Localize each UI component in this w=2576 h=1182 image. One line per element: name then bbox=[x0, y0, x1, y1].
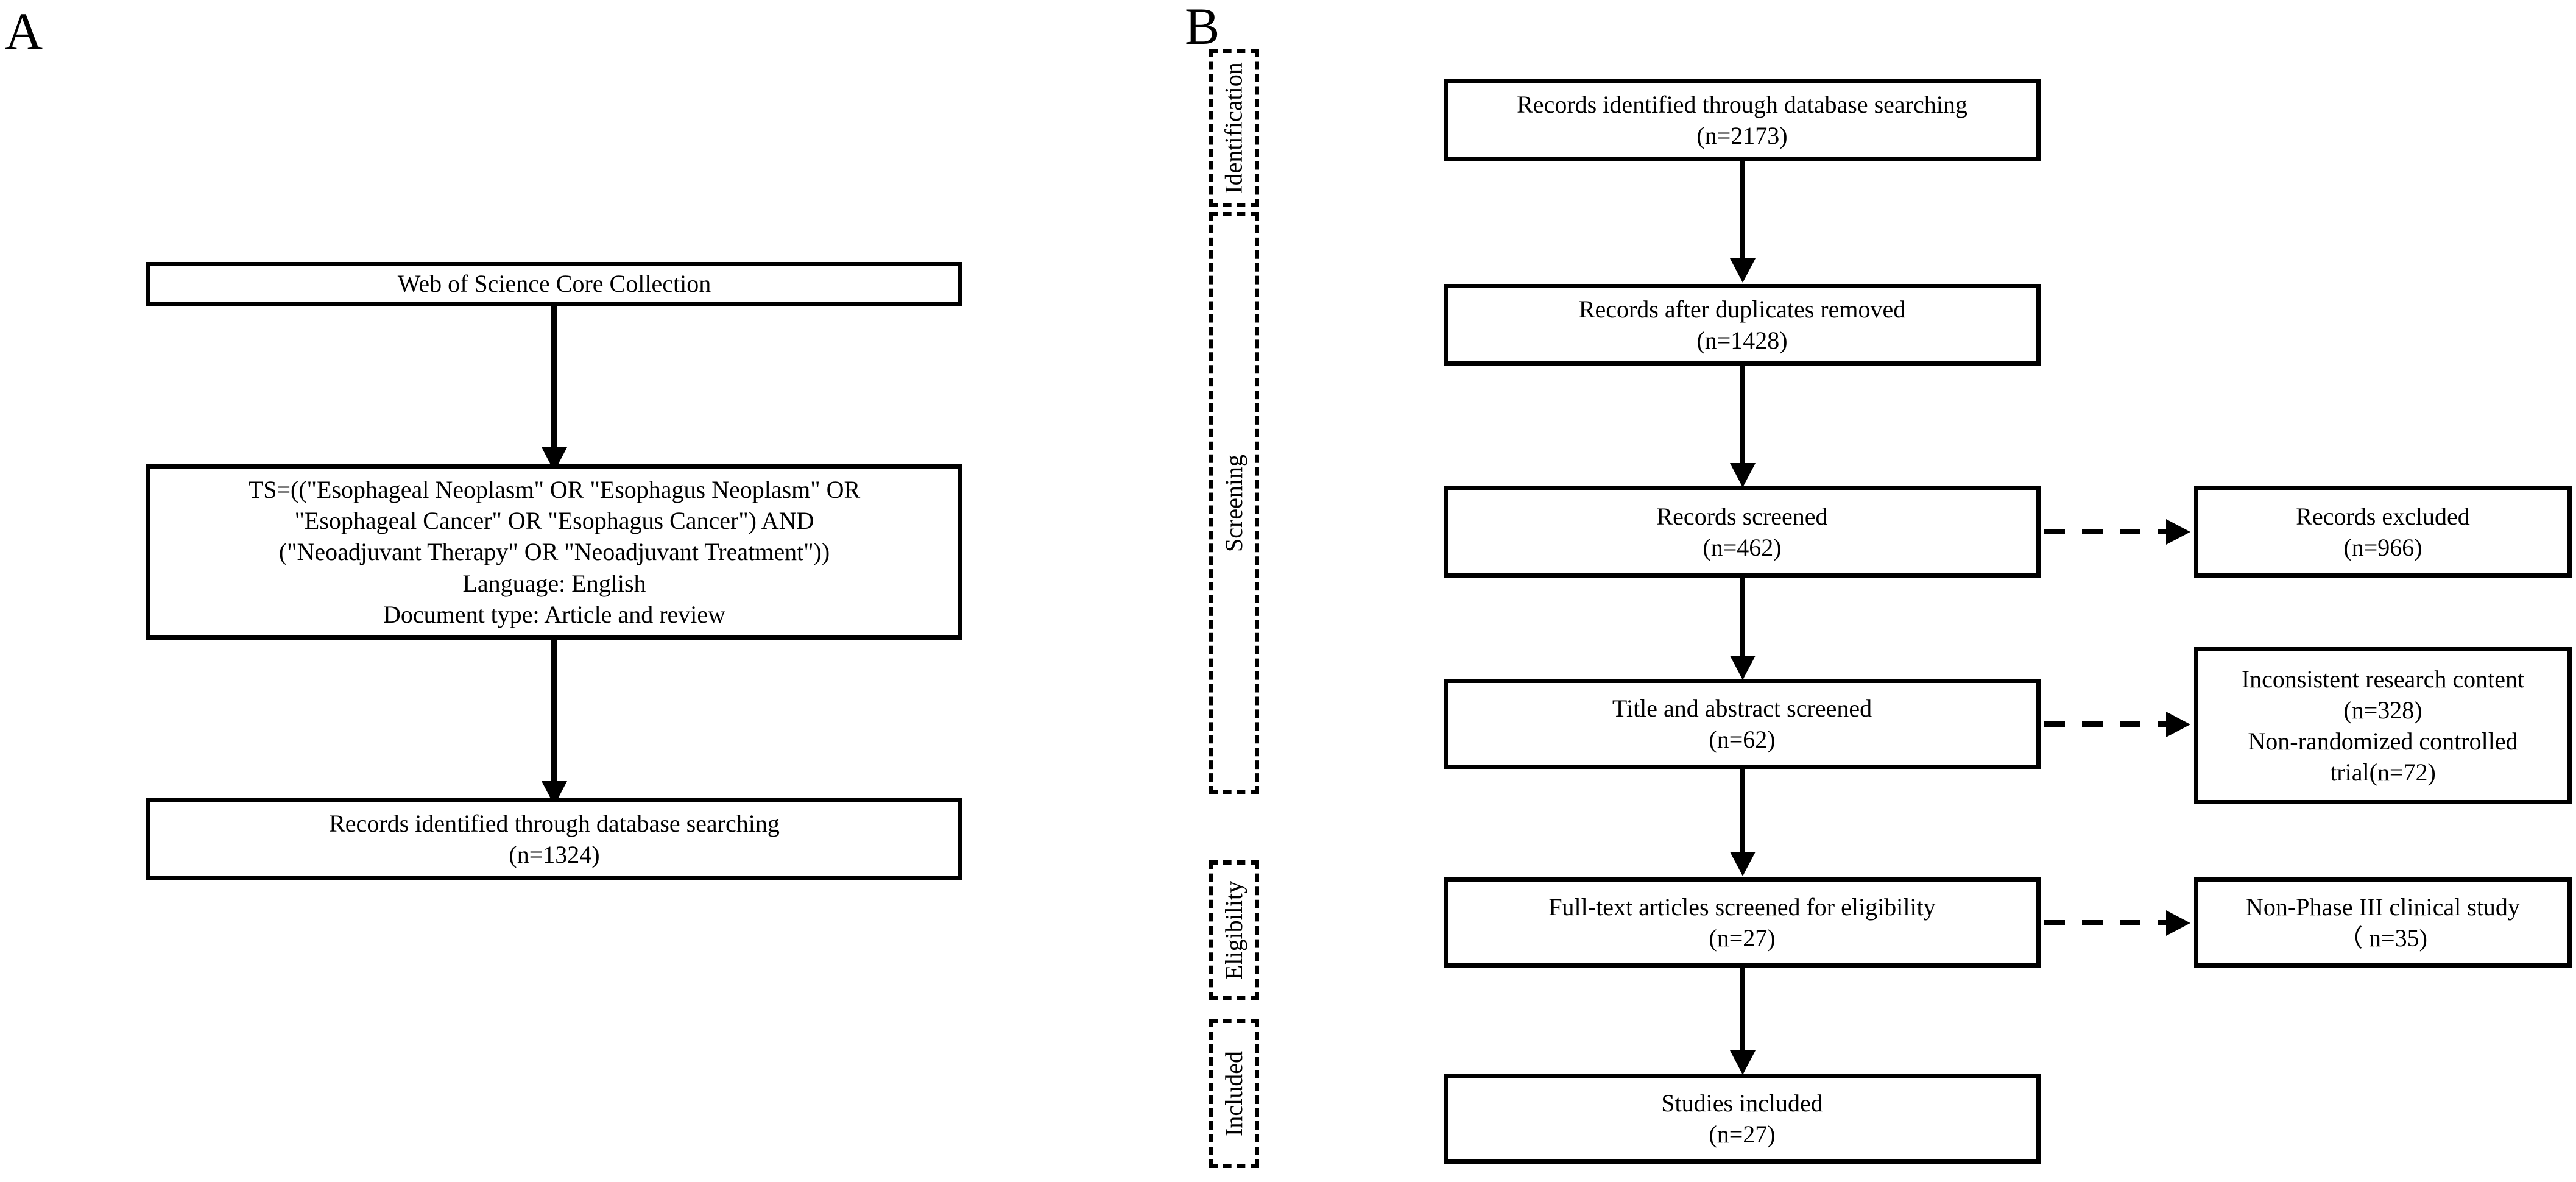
panel-b-dashed-branch-3 bbox=[2044, 920, 2166, 925]
panel-b-branch-arrowhead-2 bbox=[2166, 712, 2190, 737]
stage-label: Screening bbox=[1220, 455, 1248, 552]
panel-b-connector-1 bbox=[1740, 161, 1745, 266]
box-line: Language: English bbox=[462, 569, 646, 597]
panel-b-connector-2 bbox=[1740, 366, 1745, 470]
box-line: Records screened bbox=[1656, 502, 1828, 530]
box-line: "Esophageal Cancer" OR "Esophagus Cancer… bbox=[294, 507, 814, 535]
panel-b-connector-4 bbox=[1740, 769, 1745, 859]
panel-a-letter: A bbox=[5, 2, 43, 60]
panel-b-box-studies-included: Studies included (n=27) bbox=[1444, 1074, 2041, 1164]
panel-b-box-records-identified: Records identified through database sear… bbox=[1444, 79, 2041, 161]
panel-b-box-non-phase-iii-excluded: Non-Phase III clinical study （ n=35) bbox=[2194, 877, 2572, 968]
box-line: (n=966) bbox=[2343, 534, 2422, 561]
box-line: Records identified through database sear… bbox=[1517, 90, 1967, 118]
panel-b-box-records-after-duplicates: Records after duplicates removed (n=1428… bbox=[1444, 284, 2041, 366]
box-line: （ n=35) bbox=[2338, 924, 2427, 952]
panel-b-branch-arrowhead-1 bbox=[2166, 519, 2190, 545]
panel-b-stage-eligibility: Eligibility bbox=[1209, 860, 1259, 1000]
panel-b-letter: B bbox=[1185, 0, 1220, 55]
box-line: Full-text articles screened for eligibil… bbox=[1548, 893, 1936, 921]
box-line: Document type: Article and review bbox=[383, 600, 726, 628]
box-line: (n=1428) bbox=[1696, 327, 1788, 354]
panel-b-stage-identification: Identification bbox=[1209, 49, 1259, 207]
panel-b-box-title-abstract-screened: Title and abstract screened (n=62) bbox=[1444, 679, 2041, 769]
box-line: trial(n=72) bbox=[2330, 759, 2436, 787]
box-line: ("Neoadjuvant Therapy" OR "Neoadjuvant T… bbox=[278, 538, 830, 566]
panel-b-arrowhead-1 bbox=[1730, 258, 1756, 283]
box-line: (n=62) bbox=[1709, 726, 1776, 753]
panel-b-arrowhead-3 bbox=[1730, 656, 1756, 680]
box-line: Inconsistent research content bbox=[2241, 665, 2525, 693]
box-line: Non-Phase III clinical study bbox=[2246, 893, 2520, 921]
panel-b-arrowhead-4 bbox=[1730, 852, 1756, 876]
panel-a-box-database-source: Web of Science Core Collection bbox=[146, 262, 962, 306]
panel-b-box-records-excluded: Records excluded (n=966) bbox=[2194, 486, 2572, 578]
panel-b-stage-screening: Screening bbox=[1209, 212, 1259, 794]
panel-b-box-records-screened: Records screened (n=462) bbox=[1444, 486, 2041, 578]
stage-label: Identification bbox=[1220, 62, 1247, 194]
box-line: TS=(("Esophageal Neoplasm" OR "Esophagus… bbox=[248, 476, 861, 504]
box-line: Title and abstract screened bbox=[1612, 694, 1872, 722]
panel-b-branch-arrowhead-3 bbox=[2166, 910, 2190, 936]
panel-a-connector-2 bbox=[551, 640, 557, 792]
panel-b-box-inconsistent-and-nonrandomized-excluded: Inconsistent research content (n=328) No… bbox=[2194, 647, 2572, 804]
panel-a-box-records-identified: Records identified through database sear… bbox=[146, 798, 962, 880]
panel-b-arrowhead-2 bbox=[1730, 463, 1756, 487]
stage-label: Eligibility bbox=[1220, 880, 1248, 980]
panel-b-stage-included: Included bbox=[1209, 1019, 1259, 1168]
panel-b-box-full-text-screened: Full-text articles screened for eligibil… bbox=[1444, 877, 2041, 968]
panel-b-connector-3 bbox=[1740, 578, 1745, 663]
panel-a-connector-1 bbox=[551, 306, 557, 458]
panel-b-dashed-branch-1 bbox=[2044, 529, 2166, 534]
box-line: Records excluded bbox=[2296, 502, 2470, 530]
box-line: (n=27) bbox=[1709, 1120, 1776, 1148]
box-line: Records after duplicates removed bbox=[1578, 295, 1906, 323]
box-line: (n=1324) bbox=[509, 841, 600, 868]
panel-b-arrowhead-5 bbox=[1730, 1050, 1756, 1075]
box-line: (n=328) bbox=[2343, 696, 2422, 724]
box-line: Web of Science Core Collection bbox=[397, 270, 711, 298]
box-line: Studies included bbox=[1661, 1089, 1823, 1117]
box-line: Records identified through database sear… bbox=[329, 809, 780, 837]
box-line: (n=462) bbox=[1703, 534, 1782, 561]
panel-b-dashed-branch-2 bbox=[2044, 721, 2166, 727]
box-line: Non-randomized controlled bbox=[2248, 727, 2518, 755]
stage-label: Included bbox=[1220, 1050, 1248, 1136]
box-line: (n=27) bbox=[1709, 924, 1776, 952]
panel-a-box-search-query: TS=(("Esophageal Neoplasm" OR "Esophagus… bbox=[146, 464, 962, 640]
panel-b-connector-5 bbox=[1740, 968, 1745, 1058]
box-line: (n=2173) bbox=[1696, 122, 1788, 149]
